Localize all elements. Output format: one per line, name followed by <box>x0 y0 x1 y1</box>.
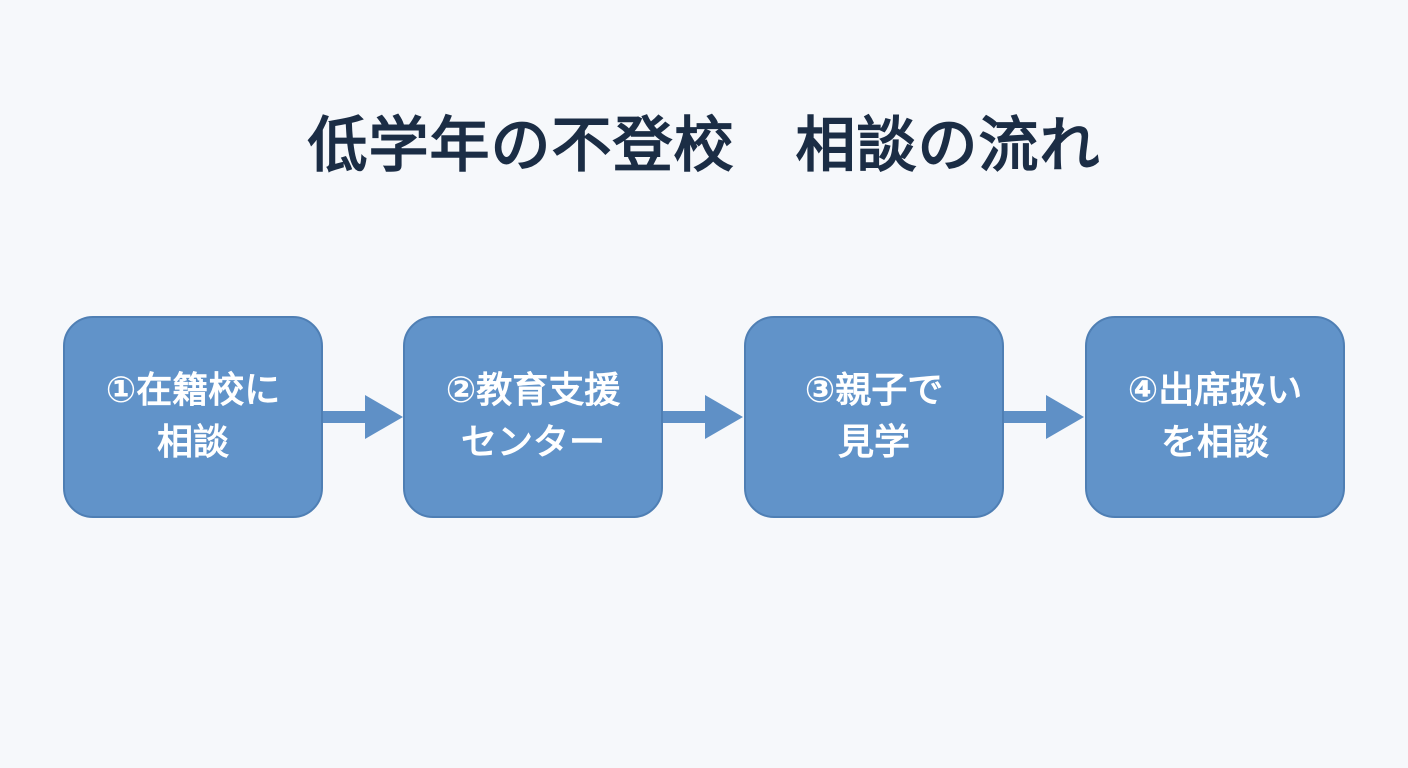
arrow-right-icon <box>323 395 403 439</box>
page-title: 低学年の不登校 相談の流れ <box>307 111 1101 181</box>
step-box-3: ③親子で 見学 <box>744 316 1004 518</box>
arrow-right-icon <box>1004 395 1084 439</box>
arrow-right-icon <box>663 395 743 439</box>
step-box-4: ④出席扱い を相談 <box>1085 316 1345 518</box>
step-box-1: ①在籍校に 相談 <box>63 316 323 518</box>
step-box-2: ②教育支援 センター <box>403 316 663 518</box>
